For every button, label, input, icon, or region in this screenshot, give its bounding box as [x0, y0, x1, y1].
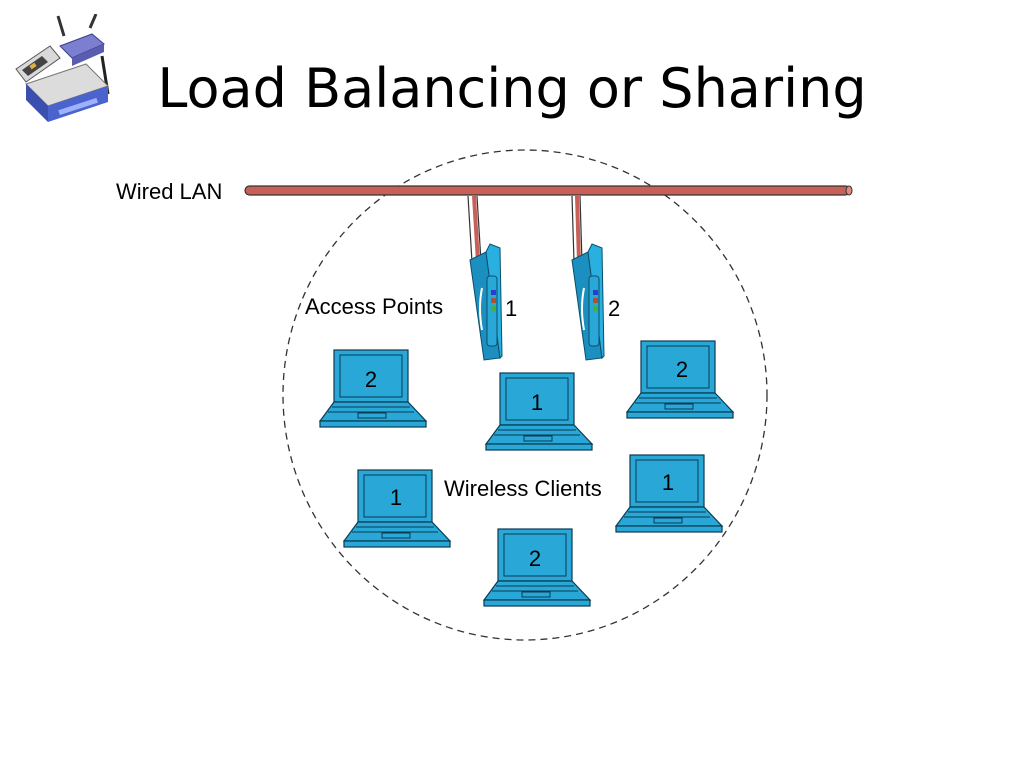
- access-point-1: [460, 238, 530, 363]
- client-number: 1: [389, 485, 403, 510]
- ap2-cable: [571, 195, 583, 263]
- laptop-icon: [614, 454, 724, 533]
- wireless-client-laptop: 2: [318, 349, 428, 431]
- wired-lan-bar: [244, 185, 853, 196]
- client-number: 1: [661, 470, 675, 495]
- access-point-icon: [469, 243, 503, 361]
- client-number: 2: [528, 546, 542, 571]
- access-point-1-number: 1: [505, 296, 518, 321]
- client-number: 1: [530, 390, 544, 415]
- pc-card-icon: [15, 45, 61, 83]
- client-number: 2: [675, 357, 689, 382]
- wireless-clients-label: Wireless Clients: [444, 476, 602, 501]
- router-body-icon: [25, 55, 110, 122]
- wireless-client-laptop: 2: [482, 528, 592, 610]
- wireless-client-laptop: 1: [614, 454, 724, 536]
- wired-lan-label: Wired LAN: [116, 179, 223, 204]
- laptop-icon: [484, 372, 594, 451]
- access-point-icon: [571, 243, 605, 361]
- access-point-mini-icon: [56, 14, 105, 66]
- ap1-cable: [467, 195, 482, 263]
- laptop-icon: [342, 469, 452, 548]
- access-point-2-number: 2: [608, 296, 621, 321]
- wireless-client-laptop: 2: [625, 340, 735, 422]
- laptop-icon: [625, 340, 735, 419]
- access-points-label: Access Points: [305, 294, 444, 319]
- access-point-2: [562, 238, 632, 363]
- wireless-router-icon: [15, 14, 110, 122]
- wireless-client-laptop: 1: [484, 372, 594, 454]
- coverage-area-circle: [282, 149, 768, 641]
- client-number: 2: [364, 367, 378, 392]
- laptop-icon: [318, 349, 428, 428]
- slide-title: Load Balancing or Sharing: [157, 57, 867, 120]
- laptop-icon: [482, 528, 592, 607]
- wireless-client-laptop: 1: [342, 469, 452, 551]
